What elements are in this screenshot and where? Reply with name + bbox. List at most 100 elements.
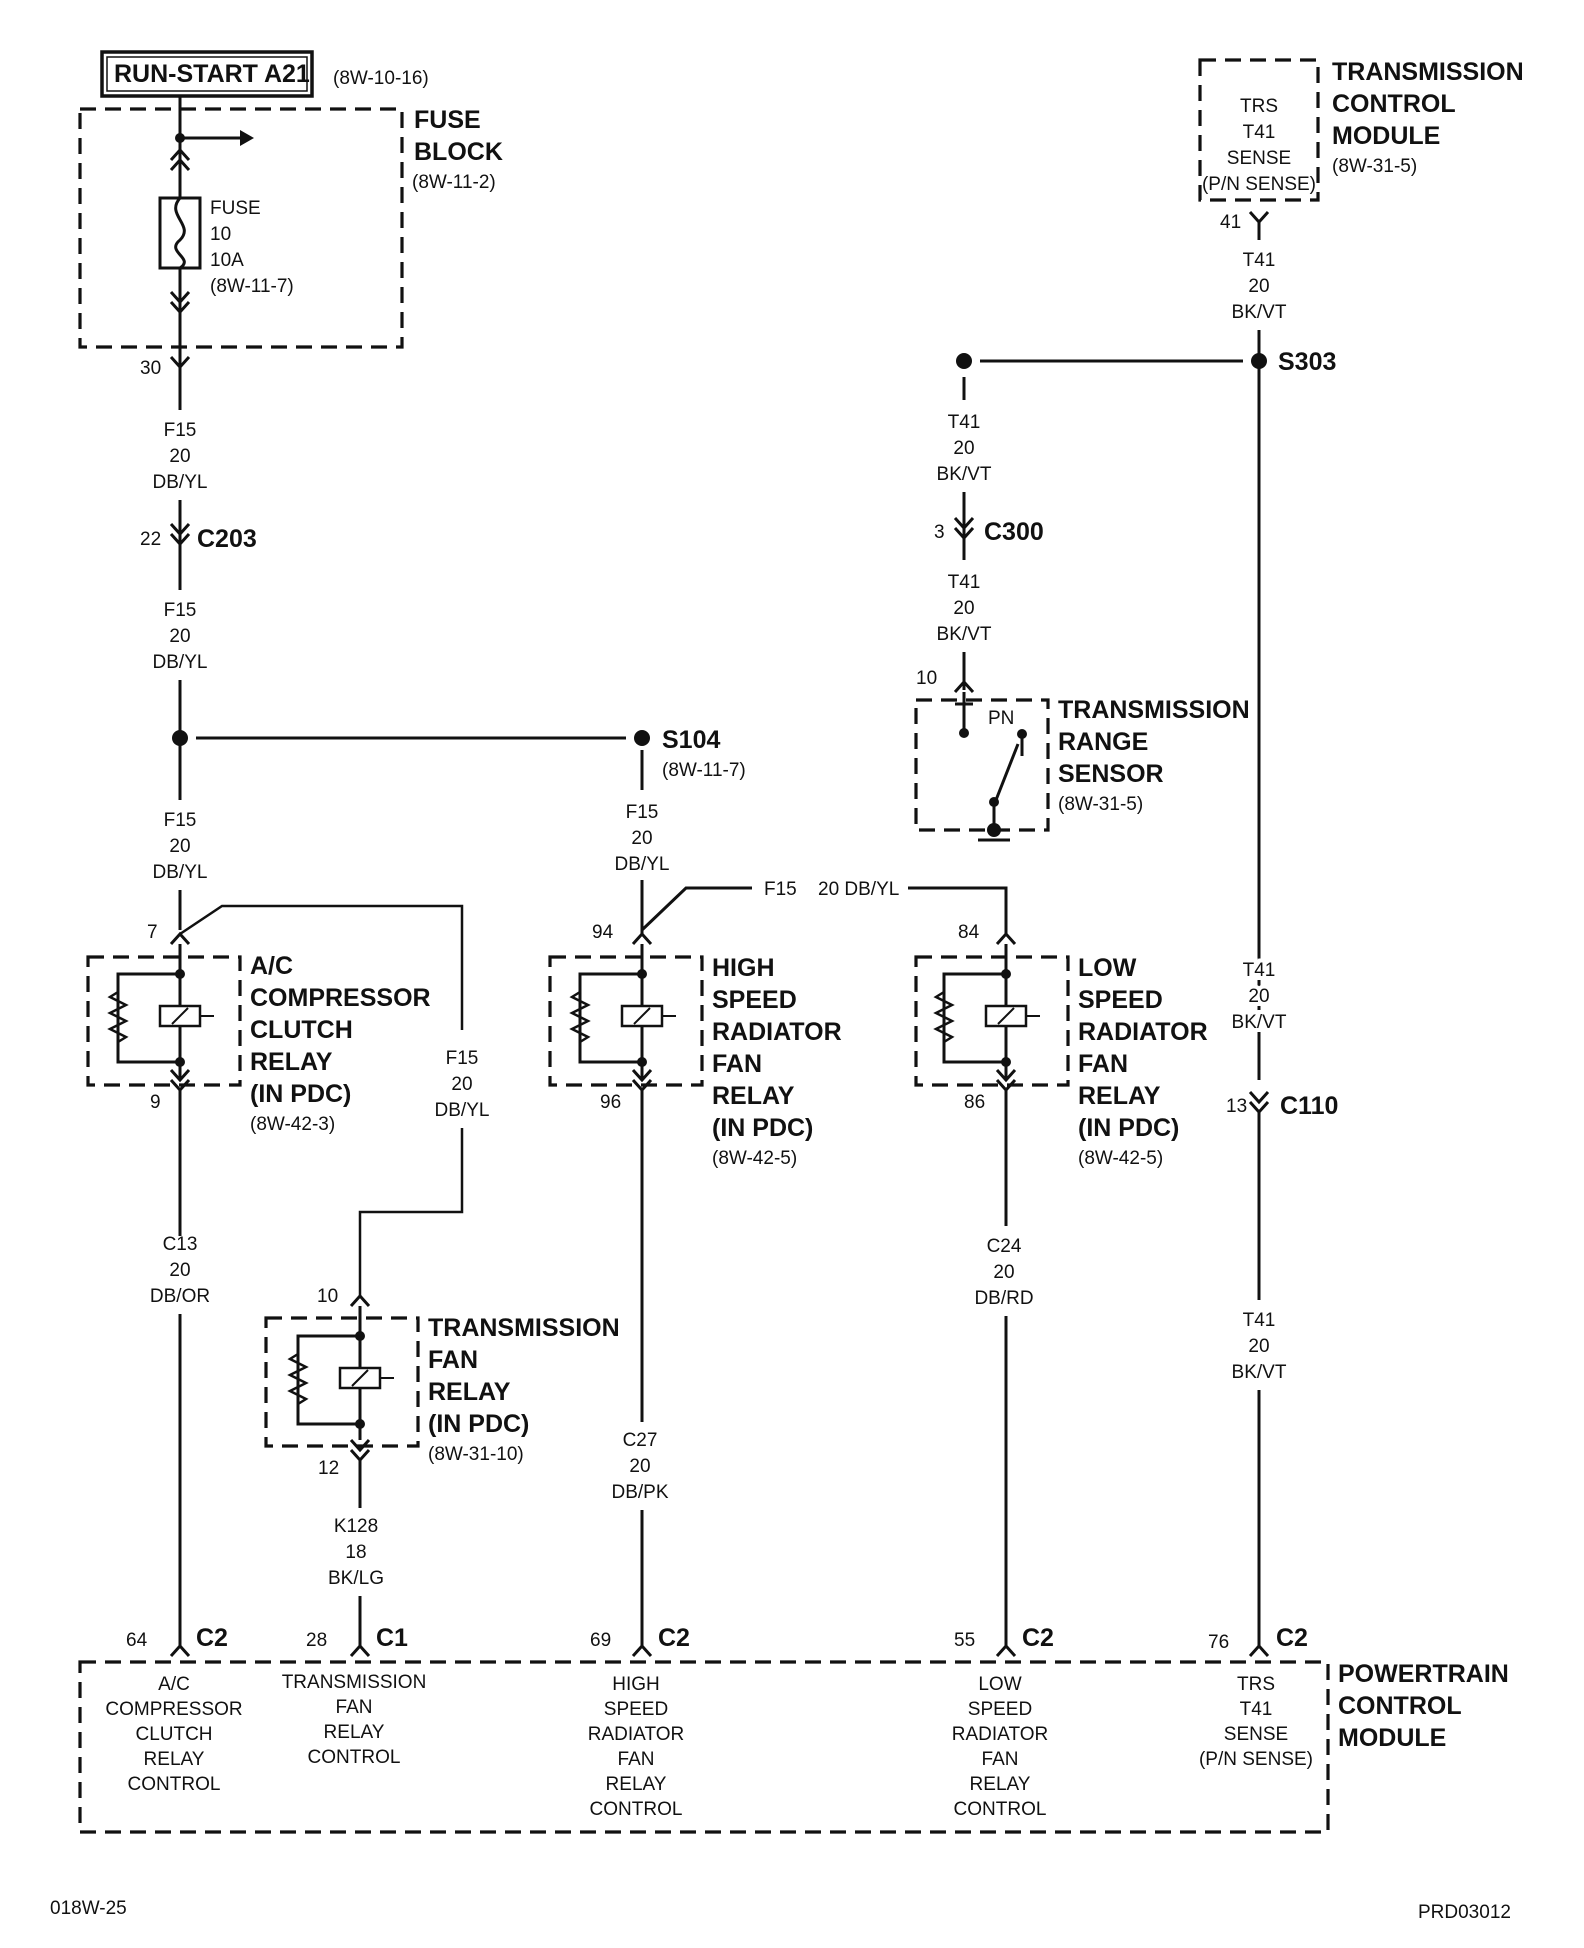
wire-label: F15 xyxy=(164,810,197,831)
wire-label: DB/YL xyxy=(615,854,670,875)
wire-label: DB/YL xyxy=(153,472,208,493)
c300-pin: 3 xyxy=(934,522,945,543)
hs-relay-title: RADIATOR xyxy=(712,1018,842,1046)
trans-fan-relay: 10 12 TRANSMISSION FAN RELAY (IN PDC) (8… xyxy=(264,1286,620,1648)
wire-label: C24 xyxy=(987,1236,1022,1257)
fuse-block-title-2: BLOCK xyxy=(414,138,503,166)
pcm-pin-label: FAN xyxy=(982,1749,1019,1770)
powertrain-control-module: POWERTRAIN CONTROL MODULE 64 C2 A/C COMP… xyxy=(78,1624,1509,1834)
ac-relay-title: (IN PDC) xyxy=(250,1080,351,1108)
tcm-terminal: (P/N SENSE) xyxy=(1202,174,1316,195)
transmission-control-module: TRS T41 SENSE (P/N SENSE) TRANSMISSION C… xyxy=(934,58,1524,1648)
pcm-pin-label: FAN xyxy=(618,1749,655,1770)
pcm-pin-label: RELAY xyxy=(970,1774,1031,1795)
pcm-pin-label: LOW xyxy=(978,1674,1021,1695)
ac-relay: 7 9 A/C COMPRESSOR CLUTCH RELAY (IN PDC)… xyxy=(86,904,489,1648)
wire-label: F15 xyxy=(626,802,659,823)
ac-relay-title: RELAY xyxy=(250,1048,333,1076)
f15-inline-circuit: F15 xyxy=(764,879,797,900)
ls-relay-title: LOW xyxy=(1078,954,1137,982)
ls-relay-title: RADIATOR xyxy=(1078,1018,1208,1046)
high-speed-relay: 94 96 HIGH SPEED RADIATOR FAN RELAY (IN … xyxy=(548,922,842,1648)
source-ref: (8W-10-16) xyxy=(333,68,429,89)
pcm-pin-label: SENSE xyxy=(1224,1724,1288,1745)
trs-title: SENSOR xyxy=(1058,760,1164,788)
wire-label: DB/PK xyxy=(611,1482,668,1503)
fuse-block-ref: (8W-11-2) xyxy=(412,172,496,193)
pcm-pin-label: T41 xyxy=(1240,1699,1273,1720)
c203-name: C203 xyxy=(197,525,257,553)
pcm-pin-label: CONTROL xyxy=(590,1799,683,1820)
ls-relay-title: SPEED xyxy=(1078,986,1163,1014)
tf-relay-title: TRANSMISSION xyxy=(428,1314,620,1342)
hs-relay-title: SPEED xyxy=(712,986,797,1014)
c110-pin: 13 xyxy=(1226,1096,1247,1117)
hs-relay-pin-out: 96 xyxy=(600,1092,621,1113)
fuse-ref: (8W-11-7) xyxy=(210,276,294,297)
wire-label: F15 xyxy=(164,600,197,621)
low-speed-relay: 84 86 LOW SPEED RADIATOR FAN RELAY (IN P… xyxy=(914,922,1208,1648)
ac-relay-title: CLUTCH xyxy=(250,1016,353,1044)
wire-label: 20 xyxy=(631,828,652,849)
c203-pin: 22 xyxy=(140,529,161,550)
ls-relay-pin-in: 84 xyxy=(958,922,980,943)
wire-label: 20 xyxy=(993,1262,1014,1283)
wire-label: T41 xyxy=(948,572,981,593)
wire-label: T41 xyxy=(1243,250,1276,271)
source-label: RUN-START A21 xyxy=(114,60,310,88)
tf-relay-title: FAN xyxy=(428,1346,478,1374)
wire-label: 18 xyxy=(345,1542,366,1563)
wire-label: 20 xyxy=(1248,276,1269,297)
footer-right: PRD03012 xyxy=(1418,1902,1511,1923)
pcm-title: POWERTRAIN xyxy=(1338,1660,1509,1688)
hs-relay-title: RELAY xyxy=(712,1082,795,1110)
fuse-icon xyxy=(158,196,202,270)
hs-relay-ref: (8W-42-5) xyxy=(712,1148,797,1169)
trs-title: RANGE xyxy=(1058,728,1148,756)
pcm-connector: C2 xyxy=(1276,1624,1308,1652)
wire-label: BK/VT xyxy=(937,624,992,645)
pcm-title: CONTROL xyxy=(1338,1692,1462,1720)
ls-relay-pin-out: 86 xyxy=(964,1092,985,1113)
pcm-pin-label: SPEED xyxy=(604,1699,668,1720)
f15-inline-spec: 20 DB/YL xyxy=(818,879,899,900)
wire-label: 20 xyxy=(169,446,190,467)
wire-label: BK/VT xyxy=(1232,1362,1287,1383)
tcm-ref: (8W-31-5) xyxy=(1332,156,1417,177)
wire-label: T41 xyxy=(1243,1310,1276,1331)
pcm-pin-label: A/C xyxy=(158,1674,190,1695)
hs-relay-title: (IN PDC) xyxy=(712,1114,813,1142)
pcm-title: MODULE xyxy=(1338,1724,1446,1752)
tf-relay-title: RELAY xyxy=(428,1378,511,1406)
fuse-block: FUSE BLOCK (8W-11-2) FUSE 10 10A (8W-11-… xyxy=(78,96,503,379)
footer-left: 018W-25 xyxy=(50,1898,127,1919)
pcm-pin-label: CONTROL xyxy=(308,1747,401,1768)
pcm-pin: 64 xyxy=(126,1630,148,1651)
ac-relay-ref: (8W-42-3) xyxy=(250,1114,335,1135)
ls-relay-ref: (8W-42-5) xyxy=(1078,1148,1163,1169)
wire-label: BK/LG xyxy=(328,1568,384,1589)
wire-label: DB/RD xyxy=(974,1288,1033,1309)
tcm-title: MODULE xyxy=(1332,122,1440,150)
trs-ref: (8W-31-5) xyxy=(1058,794,1143,815)
trs-contact: PN xyxy=(988,708,1014,729)
pcm-pin-label: CONTROL xyxy=(128,1774,221,1795)
tf-relay-pin-in: 10 xyxy=(317,1286,338,1307)
hs-relay-title: HIGH xyxy=(712,954,775,982)
pcm-pin: 76 xyxy=(1208,1632,1229,1653)
s104-name: S104 xyxy=(662,726,720,754)
pcm-pin-label: TRS xyxy=(1237,1674,1275,1695)
wire-label: 20 xyxy=(629,1456,650,1477)
s104-ref: (8W-11-7) xyxy=(662,760,746,781)
pcm-pin-label: (P/N SENSE) xyxy=(1199,1749,1313,1770)
wire-label: 20 xyxy=(1248,1336,1269,1357)
wire-label: K128 xyxy=(334,1516,378,1537)
wire-label: C27 xyxy=(623,1430,658,1451)
wire-label: T41 xyxy=(1243,960,1276,981)
tcm-terminal: TRS xyxy=(1240,96,1278,117)
pcm-pin-label: CLUTCH xyxy=(135,1724,212,1745)
wire-label: BK/VT xyxy=(1232,1012,1287,1033)
pcm-pin-label: COMPRESSOR xyxy=(105,1699,242,1720)
fuse-number: 10 xyxy=(210,224,231,245)
